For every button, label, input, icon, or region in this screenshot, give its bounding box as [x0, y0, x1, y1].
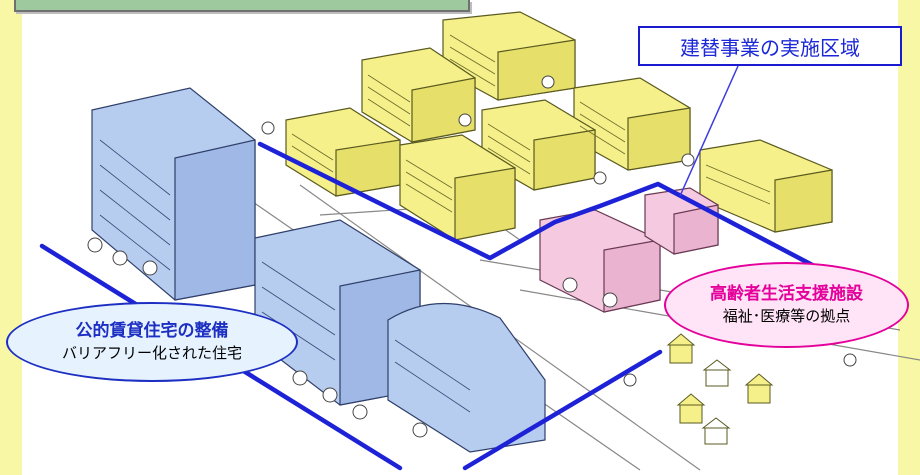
tree-icon [322, 387, 338, 403]
facility-callout-subtitle: 福祉･医療等の拠点 [722, 307, 851, 325]
house-icon [666, 333, 696, 364]
tree-icon [352, 404, 368, 420]
tree-icon [562, 277, 578, 293]
apartment-building-icon [442, 11, 576, 101]
facility-callout-title: 高齢者生活支援施設 [710, 284, 863, 304]
header-tab [14, 0, 470, 12]
tree-icon [112, 250, 128, 266]
tree-icon [602, 292, 618, 308]
tree-icon [593, 171, 607, 185]
tree-icon [412, 422, 428, 438]
apartment-building-icon [254, 219, 421, 406]
tree-icon [142, 260, 158, 276]
apartment-building-icon [573, 77, 691, 171]
tree-icon [541, 75, 555, 89]
tree-icon [623, 373, 637, 387]
apartment-building-icon [387, 302, 546, 453]
callout-leader-line [679, 65, 739, 197]
tree-icon [261, 121, 275, 135]
housing-callout-subtitle: バリアフリー化された住宅 [61, 344, 242, 362]
housing-callout: 公的賃貸住宅の整備 バリアフリー化された住宅 [6, 302, 298, 382]
rebuilt-apartments [285, 11, 833, 241]
apartment-building-icon [399, 134, 516, 241]
window-hatching [291, 34, 771, 213]
trees [87, 75, 857, 438]
public-housing-buildings [91, 87, 546, 453]
house-icon [702, 359, 732, 387]
project-area-callout: 建替事業の実施区域 [638, 26, 902, 66]
tree-icon [843, 353, 857, 367]
tree-icon [292, 370, 308, 386]
apartment-building-icon [91, 87, 256, 301]
house-icon [701, 417, 731, 445]
house-icon [744, 373, 774, 404]
tree-icon [87, 237, 103, 253]
detached-houses [666, 333, 774, 445]
house-icon [676, 393, 706, 424]
apartment-building-icon [361, 47, 476, 143]
tree-icon [681, 153, 695, 167]
housing-window-grid [99, 139, 471, 413]
housing-callout-title: 公的賃貸住宅の整備 [75, 321, 229, 341]
facility-callout: 高齢者生活支援施設 福祉･医療等の拠点 [664, 262, 909, 348]
tree-icon [458, 113, 472, 127]
apartment-building-icon [699, 139, 833, 233]
